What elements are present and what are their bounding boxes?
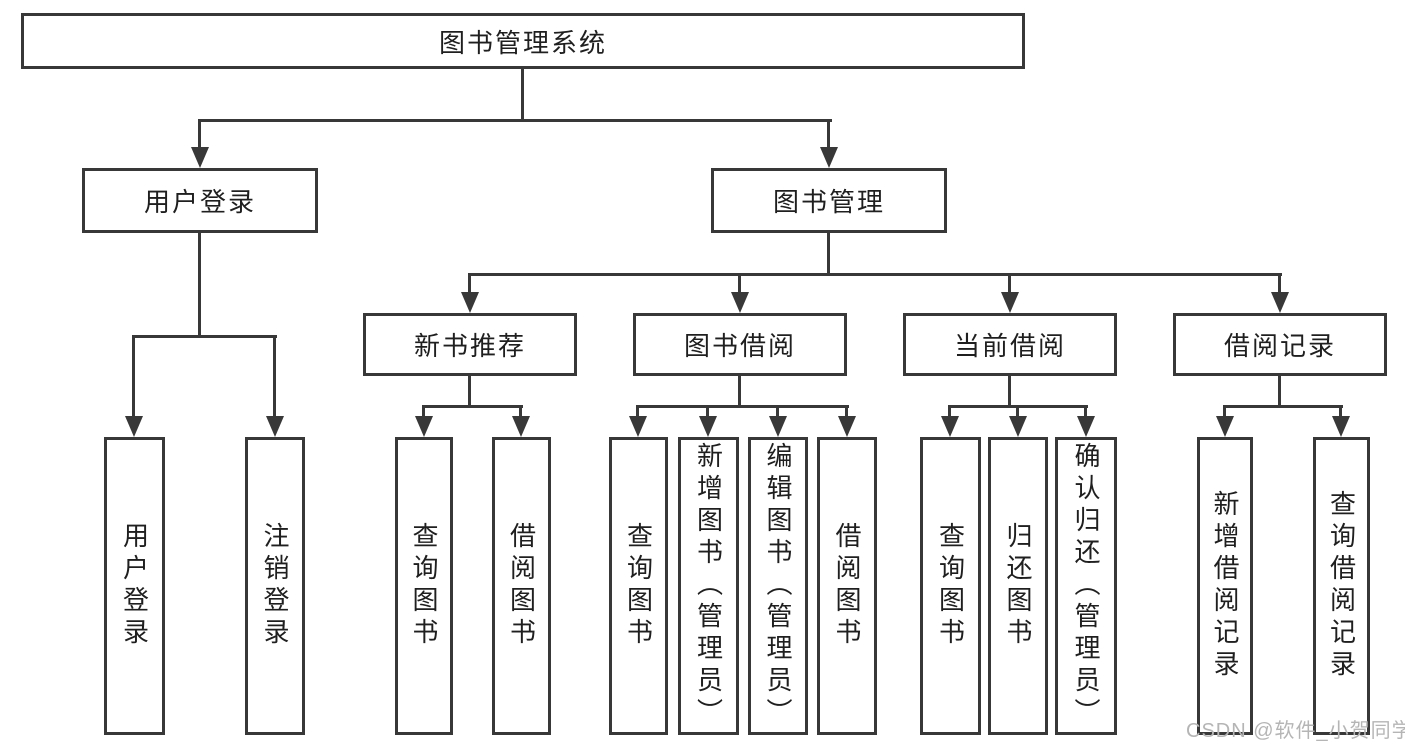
arrow-down-icon (415, 405, 433, 437)
connector-branch-new-book-recommend (422, 405, 523, 408)
leaf-borrow-book-1: 借阅图书 (492, 437, 551, 735)
connector-stem-book-borrow (738, 376, 741, 408)
arrow-down-icon (769, 405, 787, 437)
leaf-return-book: 归还图书 (988, 437, 1048, 735)
leaf-label: 查询借阅记录 (1326, 490, 1357, 682)
arrow-down-icon (125, 335, 143, 437)
leaf-query-book-2: 查询图书 (609, 437, 668, 735)
arrow-down-icon (1077, 405, 1095, 437)
arrow-down-icon (266, 335, 284, 437)
arrow-down-icon (191, 119, 209, 168)
leaf-add-book-admin: 新增图书（管理员） (678, 437, 739, 735)
connector-branch-book-borrow (637, 405, 849, 408)
leaf-label: 借阅图书 (832, 522, 862, 650)
arrow-down-icon (512, 405, 530, 437)
connector-stem-user-login (198, 233, 201, 338)
node-current-borrow: 当前借阅 (903, 313, 1117, 376)
node-label: 借阅记录 (1223, 331, 1336, 361)
connector-branch-user-login (133, 335, 277, 338)
leaf-label: 借阅图书 (506, 522, 537, 650)
arrow-down-icon (1271, 273, 1289, 313)
leaf-query-book-1: 查询图书 (395, 437, 453, 735)
leaf-user-login: 用户登录 (104, 437, 165, 735)
arrow-down-icon (1009, 405, 1027, 437)
arrow-down-icon (1001, 273, 1019, 313)
leaf-label: 编辑图书（管理员） (763, 442, 793, 730)
leaf-label: 用户登录 (119, 522, 150, 650)
node-borrow-record: 借阅记录 (1173, 313, 1387, 376)
leaf-confirm-return-admin: 确认归还（管理员） (1055, 437, 1117, 735)
leaf-query-borrow-record: 查询借阅记录 (1313, 437, 1370, 735)
leaf-label: 新增借阅记录 (1210, 490, 1240, 682)
node-book-borrow: 图书借阅 (633, 313, 847, 376)
connector-branch-root (198, 119, 832, 122)
arrow-down-icon (699, 405, 717, 437)
arrow-down-icon (629, 405, 647, 437)
arrow-down-icon (1332, 405, 1350, 437)
connector-branch-borrow-record (1223, 405, 1343, 408)
node-label: 当前借阅 (953, 331, 1066, 361)
leaf-logout: 注销登录 (245, 437, 305, 735)
node-label: 图书管理 (772, 187, 885, 217)
node-system-root: 图书管理系统 (21, 13, 1025, 69)
leaf-label: 查询图书 (409, 522, 439, 650)
csdn-watermark: CSDN @软件_小贺同学 (1186, 720, 1405, 742)
leaf-label: 注销登录 (260, 522, 290, 650)
connector-stem-borrow-record (1278, 376, 1281, 408)
leaf-label: 确认归还（管理员） (1071, 442, 1101, 730)
leaf-add-borrow-record: 新增借阅记录 (1197, 437, 1253, 735)
node-label: 新书推荐 (413, 331, 526, 361)
leaf-query-book-3: 查询图书 (920, 437, 981, 735)
leaf-label: 查询图书 (935, 522, 966, 650)
node-label: 图书借阅 (683, 331, 796, 361)
arrow-down-icon (820, 119, 838, 168)
node-new-book-recommend: 新书推荐 (363, 313, 577, 376)
connector-stem-root (521, 69, 524, 122)
arrow-down-icon (461, 273, 479, 313)
arrow-down-icon (941, 405, 959, 437)
node-book-management: 图书管理 (711, 168, 947, 233)
arrow-down-icon (731, 273, 749, 313)
leaf-borrow-book-2: 借阅图书 (817, 437, 877, 735)
connector-stem-current-borrow (1008, 376, 1011, 408)
leaf-label: 新增图书（管理员） (693, 442, 724, 730)
connector-stem-book-management (827, 233, 830, 276)
arrow-down-icon (1216, 405, 1234, 437)
leaf-label: 归还图书 (1003, 522, 1033, 650)
connector-branch-book-management (468, 273, 1282, 276)
leaf-label: 查询图书 (623, 522, 654, 650)
connector-stem-new-book-recommend (468, 376, 471, 408)
arrow-down-icon (838, 405, 856, 437)
node-label: 图书管理系统 (438, 27, 607, 58)
leaf-edit-book-admin: 编辑图书（管理员） (748, 437, 808, 735)
node-user-login: 用户登录 (82, 168, 318, 233)
node-label: 用户登录 (143, 187, 256, 217)
